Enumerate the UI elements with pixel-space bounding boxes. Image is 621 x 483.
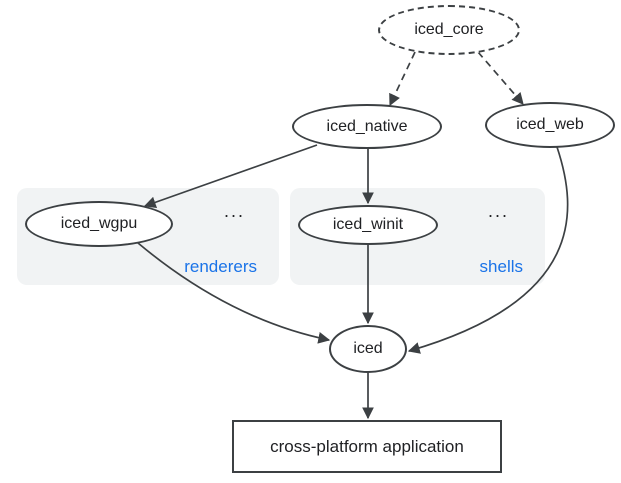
node-iced-wgpu: iced_wgpu xyxy=(25,201,173,247)
shells-ellipsis: ... xyxy=(487,201,509,221)
node-cross-platform-application: cross-platform application xyxy=(232,420,502,473)
node-iced-wgpu-label: iced_wgpu xyxy=(60,215,138,232)
node-iced-label: iced xyxy=(353,340,383,357)
node-iced-native: iced_native xyxy=(292,104,442,149)
node-iced-web: iced_web xyxy=(485,102,615,148)
node-iced-core-label: iced_core xyxy=(414,21,484,38)
node-iced-winit-label: iced_winit xyxy=(332,216,404,233)
node-iced-web-label: iced_web xyxy=(516,116,584,133)
node-iced-native-label: iced_native xyxy=(326,117,408,135)
node-iced-winit: iced_winit xyxy=(298,205,438,245)
renderers-label: renderers xyxy=(184,257,257,276)
node-application-label: cross-platform application xyxy=(270,436,464,456)
edge-iced-core-to-iced-web xyxy=(477,51,524,105)
edge-iced-core-to-iced-native xyxy=(389,51,416,107)
shells-label: shells xyxy=(479,257,523,276)
renderers-ellipsis: ... xyxy=(223,201,245,221)
node-iced: iced xyxy=(329,325,407,373)
node-iced-core: iced_core xyxy=(378,5,520,55)
